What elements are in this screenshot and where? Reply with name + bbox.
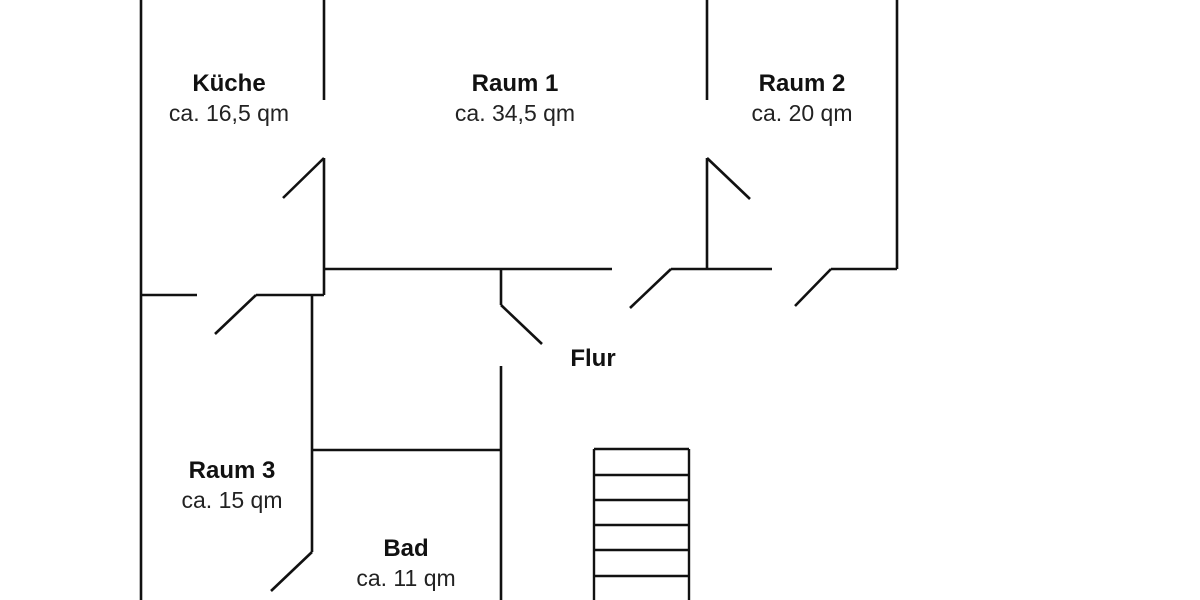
room-area: ca. 15 qm — [181, 487, 283, 513]
staircase — [592, 447, 691, 600]
wall-kueche — [139, 0, 326, 600]
room-label-raum2: Raum 2 ca. 20 qm — [752, 70, 853, 128]
room-name: Raum 3 — [188, 457, 276, 484]
door-raum2 — [706, 157, 832, 307]
wall-raum3-bad — [310, 295, 503, 600]
room-area: ca. 11 qm — [356, 565, 456, 591]
room-label-raum3: Raum 3 ca. 15 qm — [182, 457, 283, 515]
wall-raum1 — [324, 0, 772, 271]
wall-raum2 — [831, 0, 899, 271]
room-name: Raum 1 — [471, 70, 559, 97]
room-name: Küche — [192, 70, 266, 97]
room-name: Bad — [383, 535, 429, 562]
room-name: Raum 2 — [758, 70, 846, 97]
door-kueche — [214, 157, 325, 335]
room-label-flur: Flur — [570, 345, 615, 373]
room-label-kueche: Küche ca. 16,5 qm — [169, 70, 289, 128]
room-area: ca. 16,5 qm — [168, 100, 290, 126]
room-area: ca. 34,5 qm — [454, 100, 576, 126]
door-raum1 — [499, 268, 672, 345]
room-label-raum1: Raum 1 ca. 34,5 qm — [455, 70, 575, 128]
room-area: ca. 20 qm — [751, 100, 853, 126]
room-name: Flur — [570, 345, 616, 372]
room-label-bad: Bad ca. 11 qm — [356, 535, 455, 593]
door-raum3 — [270, 551, 313, 592]
